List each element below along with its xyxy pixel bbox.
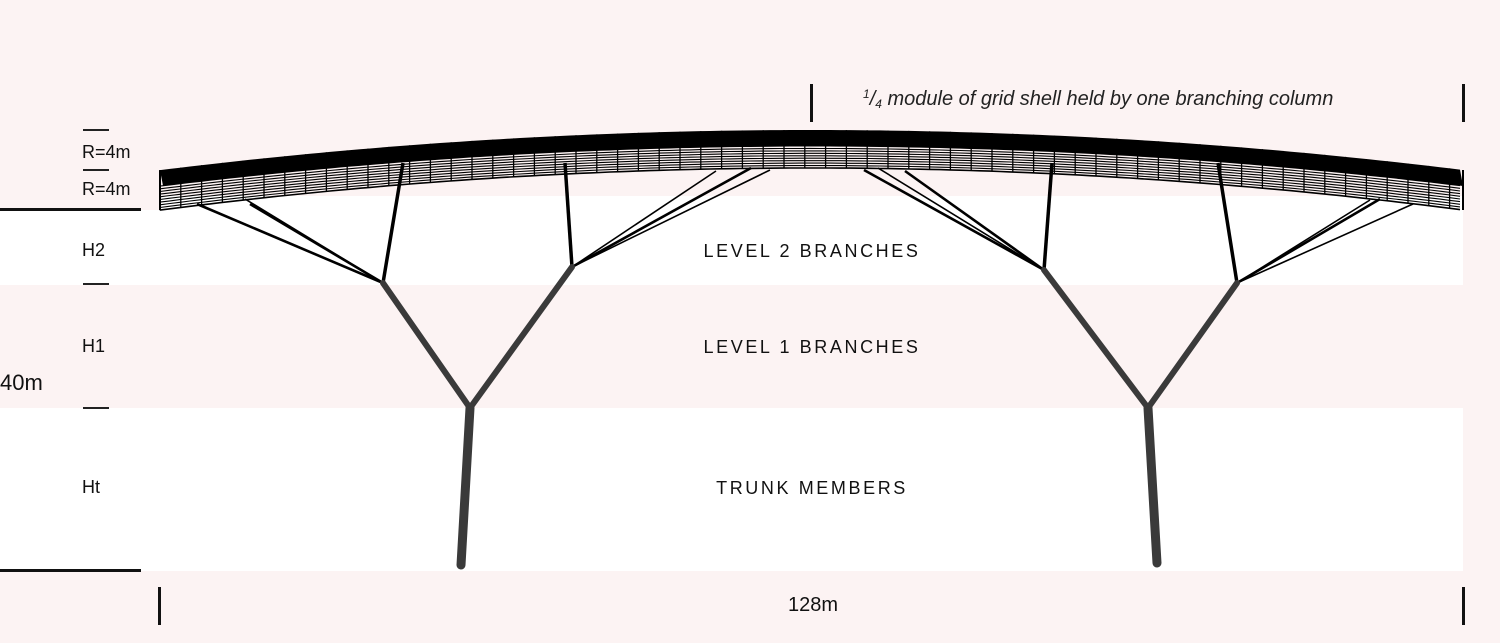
shell-band (160, 196, 1463, 216)
left-column-trunk (456, 403, 475, 570)
span-dimension-label: 128m (787, 594, 839, 616)
right-column-level1-branch (1041, 267, 1151, 411)
shell-outer-radius-label: R=4m (82, 142, 131, 162)
total-height-label: 40m (0, 370, 43, 395)
grid-shell (159, 130, 1464, 211)
left-column-level2-branch (196, 202, 384, 285)
left-column-level2-branch (381, 162, 405, 284)
scale-tick-h1-ht (83, 407, 109, 409)
caption-fraction-denominator: 4 (875, 97, 882, 111)
scale-tick-shell-mid (83, 169, 109, 171)
right-column-level2-branch (877, 167, 1045, 271)
level1-branches-label: LEVEL 1 BRANCHES (703, 337, 921, 357)
scale-tick-h2-h1 (83, 283, 109, 285)
caption-tick-right (1462, 84, 1465, 122)
left-column-level2-branch (571, 170, 717, 268)
left-column-level2-branch (249, 202, 384, 285)
left-column-level1-branch (467, 264, 575, 411)
left-column-level1-branch (380, 280, 473, 411)
trunk-band (0, 408, 1463, 571)
level1-branches (380, 264, 1240, 411)
h2-label: H2 (82, 240, 106, 260)
left-column-level2-branch (563, 162, 574, 268)
shell-grid-line (159, 165, 1461, 209)
level2-branches (196, 162, 1414, 285)
shell-grid-line (159, 147, 1461, 190)
shell-inner-radius-label: R=4m (82, 179, 131, 199)
module-caption: 1/4 module of grid shell held by one bra… (863, 87, 1334, 111)
scale-tick-shell-top (83, 129, 109, 131)
shell-grid-line (159, 167, 1461, 211)
right-column-level2-branch (1216, 162, 1239, 284)
shell-grid-line (159, 157, 1461, 201)
shell-grid-line (159, 160, 1461, 203)
shell-grid-line (159, 155, 1461, 198)
level2-branches-label: LEVEL 2 BRANCHES (703, 241, 921, 261)
trunk-members (456, 403, 1162, 570)
shell-grid-line (159, 152, 1461, 195)
ht-label: Ht (82, 477, 100, 497)
left-column-level2-branch (571, 166, 752, 269)
right-column-level2-branch (1236, 203, 1414, 284)
trunk-members-label: TRUNK MEMBERS (716, 478, 908, 498)
left-column-level2-branch (571, 169, 771, 268)
scale-rule-top (0, 208, 141, 211)
caption-fraction-numerator: 1 (863, 87, 870, 101)
span-tick-right (1462, 587, 1465, 625)
span-tick-left (158, 587, 161, 625)
caption-tick-left (810, 84, 813, 122)
right-column-level2-branch (904, 169, 1045, 272)
shell-grid-line (159, 162, 1461, 206)
shell-grid-line (159, 150, 1461, 193)
right-column-level1-branch (1145, 280, 1240, 411)
h1-label: H1 (82, 336, 106, 356)
shell-grid-line (159, 145, 1461, 187)
right-column-trunk (1143, 403, 1162, 568)
right-column-level2-branch (1042, 162, 1054, 271)
scale-rule-bottom (0, 569, 141, 572)
right-column-level2-branch (1236, 197, 1381, 285)
caption-text: module of grid shell held by one branchi… (887, 88, 1334, 110)
right-column-level2-branch (863, 168, 1045, 272)
